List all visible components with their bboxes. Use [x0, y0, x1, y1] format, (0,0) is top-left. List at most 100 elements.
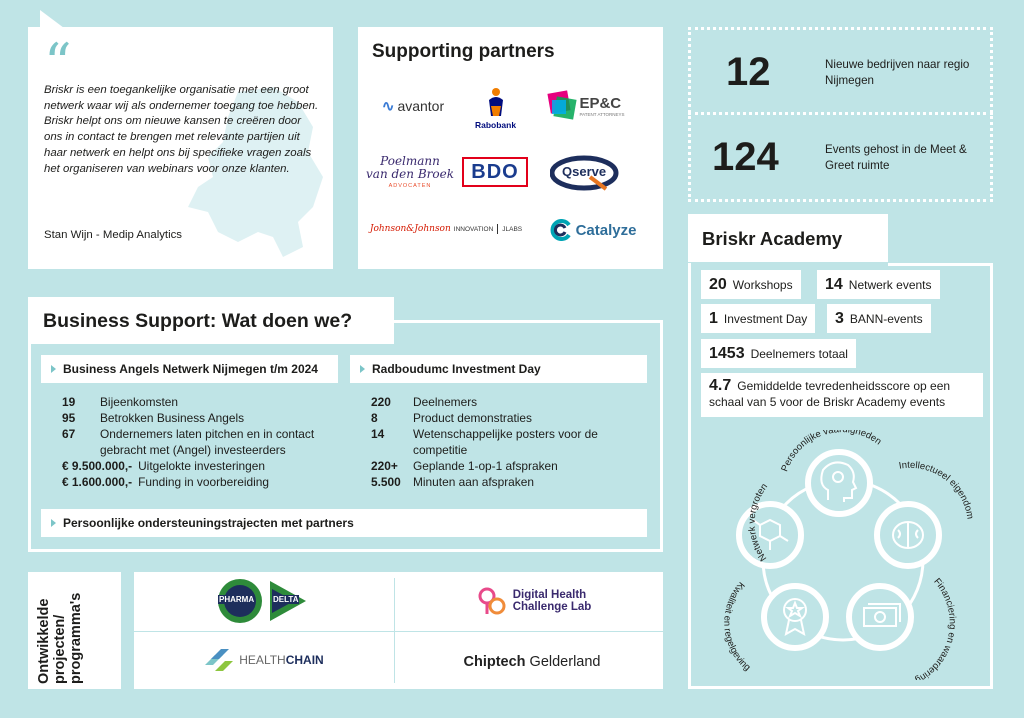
academy-frame [688, 263, 993, 689]
academy-participants-pill: 1453 Deelnemers totaal [701, 339, 856, 368]
radboud-row-number: 8 [371, 411, 378, 425]
jnj-logo-text: Johnson&Johnson [369, 224, 451, 234]
delta-text: DELTA [272, 595, 300, 604]
personal-support-bar: Persoonlijke ondersteuningstrajecten met… [41, 509, 647, 537]
radboud-row: 8 Product demonstraties [371, 411, 532, 427]
molecule-network-icon [752, 518, 789, 550]
pill-number: 4.7 [709, 377, 732, 394]
quote-mark-icon: “ [44, 32, 72, 95]
testimonial-text: Briskr is een toegankelijke organisatie … [44, 84, 319, 175]
radboud-row-number: 220+ [371, 459, 398, 473]
academy-title-card: Briskr Academy [688, 214, 888, 262]
avantor-icon: ∿ [381, 98, 395, 115]
cycle-node-financing [846, 583, 914, 651]
poelmann-logo-text-2: van den Broek [366, 167, 454, 181]
rabobank-icon [488, 88, 503, 116]
poelmann-logo-text-1: Poelmann [380, 154, 440, 168]
stat-new-companies-number: 12 [726, 50, 771, 94]
healthchain-text-2: CHAIN [285, 653, 324, 667]
academy-bann-events-pill: 3 BANN-events [827, 304, 931, 333]
avantor-logo-text: avantor [397, 98, 445, 114]
epc-logo-text: EP&C [579, 95, 622, 112]
pill-number: 1453 [709, 344, 745, 362]
radboud-row-label: Minuten aan afspraken [413, 475, 534, 489]
money-icon [863, 603, 901, 627]
bann-row-number: 95 [62, 411, 76, 425]
quality-badge-icon [783, 598, 807, 636]
pill-label: BANN-events [849, 311, 923, 326]
radboud-row-number: 220 [371, 395, 391, 409]
catalyze-logo: Catalyze [543, 217, 643, 243]
academy-frame-top [888, 263, 993, 266]
partners-title: Supporting partners [372, 41, 555, 62]
radboud-row-label: Wetenschappelijke posters voor de compet… [413, 427, 598, 457]
rabobank-logo: Rabobank [468, 82, 523, 134]
epc-icon [547, 90, 578, 120]
qserve-logo: Qserve [546, 153, 624, 193]
catalyze-logo-text: Catalyze [575, 221, 637, 239]
pill-label: Gemiddelde tevredenheidsscore op een sch… [709, 379, 951, 409]
bann-row-label: Bijeenkomsten [100, 395, 178, 409]
cycle-node-personal-skills [805, 449, 873, 517]
projects-label-card: Ontwikkelde projecten/ programma's [28, 572, 121, 689]
rabobank-logo-text: Rabobank [474, 120, 517, 130]
cycle-node-quality [761, 583, 829, 651]
jnj-divider [497, 224, 499, 234]
brain-icon [892, 521, 924, 549]
dhcl-text-1: Digital Health [512, 589, 587, 601]
bann-header: Business Angels Netwerk Nijmegen t/m 202… [41, 355, 338, 383]
stat-new-companies-label: Nieuwe bedrijven naar regio Nijmegen [825, 58, 970, 87]
pharma-text: PHARMA [218, 595, 256, 604]
radboud-row-label: Product demonstraties [413, 411, 532, 425]
bann-row-number: 19 [62, 395, 76, 409]
jnj-innovation-logo: Johnson&Johnson INNOVATION JLABS [366, 219, 526, 239]
healthchain-logo: HEALTH CHAIN [200, 645, 325, 675]
academy-cycle-diagram: Persoonlijke vaardigheden Intellectueel … [721, 430, 975, 680]
radboud-row-label: Geplande 1-op-1 afspraken [413, 459, 558, 473]
quote-tab-decoration [40, 10, 64, 28]
cycle-label-financing: Financiering en waardering [913, 576, 958, 680]
healthchain-icon [205, 649, 234, 671]
chiptech-text-2: Gelderland [529, 654, 601, 670]
jlabs-text: JLABS [502, 225, 523, 233]
business-support-title: Business Support: Wat doen we? [43, 310, 353, 332]
pill-number: 1 [709, 309, 718, 327]
testimonial-card: “ Briskr is een toegankelijke organisati… [28, 27, 333, 269]
stat-events-label: Events gehost in de Meet & Greet ruimte [825, 143, 967, 172]
chiptech-text-1: Chiptech [463, 654, 526, 670]
epc-logo-subtext: PATENT ATTORNEYS [579, 112, 625, 117]
head-gear-icon [820, 461, 858, 502]
epc-text: EP&C PATENT ATTORNEYS [579, 95, 624, 117]
netherlands-map-icon [188, 87, 323, 257]
business-support-title-card: Business Support: Wat doen we? [28, 297, 394, 344]
pill-number: 20 [709, 275, 727, 293]
pill-label: Investment Day [723, 311, 808, 326]
bann-row: 95 Betrokken Business Angels [62, 411, 244, 427]
supporting-partners-card: Supporting partners ∿ avantor Rabobank E… [358, 27, 663, 269]
qserve-logo-text: Qserve [562, 164, 607, 179]
bdo-logo-text: BDO [471, 160, 519, 183]
bann-row-label: Betrokken Business Angels [100, 411, 245, 425]
avantor-logo: ∿ avantor [368, 92, 458, 120]
radboud-header: Radboudumc Investment Day [350, 355, 647, 383]
stats-separator [688, 112, 993, 115]
academy-investment-day-pill: 1 Investment Day [701, 304, 816, 333]
projects-divider-horizontal [134, 631, 663, 632]
pill-label: Deelnemers totaal [750, 346, 848, 361]
pill-number: 3 [835, 309, 844, 327]
bann-row-label: Uitgelokte investeringen [138, 459, 266, 473]
stat-events-number: 124 [712, 135, 779, 179]
jnj-innovation-text: INNOVATION [453, 225, 494, 233]
dhcl-text-2: Challenge Lab [512, 601, 592, 613]
poelmann-logo: Poelmann van den Broek ADVOCATEN [366, 150, 454, 194]
bann-row-number: 67 [62, 427, 76, 441]
business-support-frame [28, 320, 663, 552]
projects-divider-vertical [394, 578, 395, 683]
